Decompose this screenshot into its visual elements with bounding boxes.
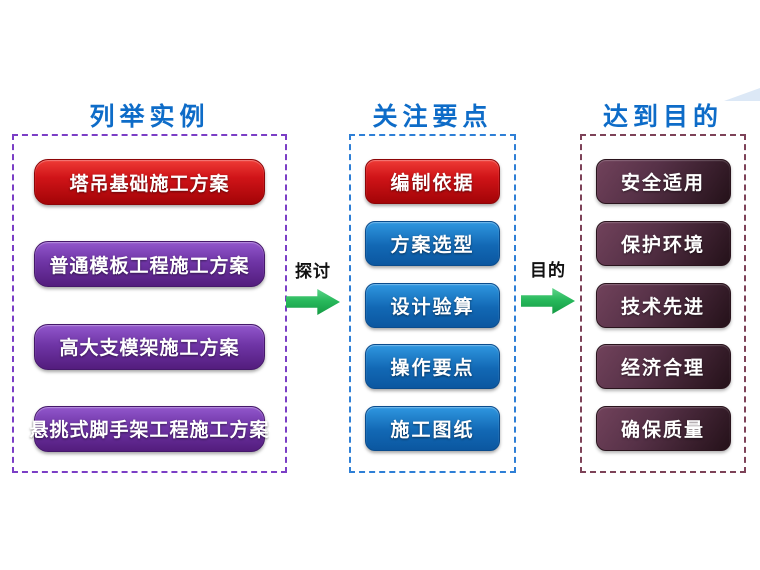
- right-arrow-icon: [521, 288, 575, 314]
- node-button[interactable]: 保护环境: [595, 220, 731, 266]
- node-button[interactable]: 高大支模架施工方案: [34, 323, 265, 370]
- column-title-examples: 列举实例: [89, 103, 210, 131]
- examples-group-box: 塔吊基础施工方案 普通模板工程施工方案 高大支模架施工方案 悬挑式脚手架工程施工…: [12, 134, 287, 473]
- connector-label: 探讨: [295, 262, 331, 281]
- node-button[interactable]: 安全适用: [595, 159, 731, 204]
- node-button[interactable]: 普通模板工程施工方案: [34, 241, 265, 288]
- node-button[interactable]: 技术先进: [595, 282, 731, 328]
- node-button[interactable]: 施工图纸: [365, 406, 500, 451]
- goals-group-box: 安全适用 保护环境 技术先进 经济合理 确保质量: [580, 134, 746, 473]
- node-button[interactable]: 方案选型: [365, 220, 500, 266]
- node-button[interactable]: 经济合理: [595, 344, 731, 390]
- node-button[interactable]: 确保质量: [595, 406, 731, 451]
- node-button[interactable]: 塔吊基础施工方案: [34, 159, 265, 205]
- connector-label: 目的: [530, 261, 566, 280]
- node-button[interactable]: 设计验算: [365, 282, 500, 328]
- focus-points-group-box: 编制依据 方案选型 设计验算 操作要点 施工图纸: [349, 134, 516, 473]
- connector-discuss: 探讨: [284, 261, 342, 315]
- column-title-focus-points: 关注要点: [372, 103, 493, 131]
- node-button[interactable]: 编制依据: [365, 159, 500, 204]
- right-arrow-icon: [286, 289, 340, 315]
- node-button[interactable]: 悬挑式脚手架工程施工方案: [30, 405, 269, 452]
- connector-purpose: 目的: [519, 260, 577, 314]
- column-title-goals: 达到目的: [602, 103, 723, 131]
- node-button[interactable]: 操作要点: [365, 344, 500, 390]
- corner-ribbon-decoration: [724, 88, 760, 101]
